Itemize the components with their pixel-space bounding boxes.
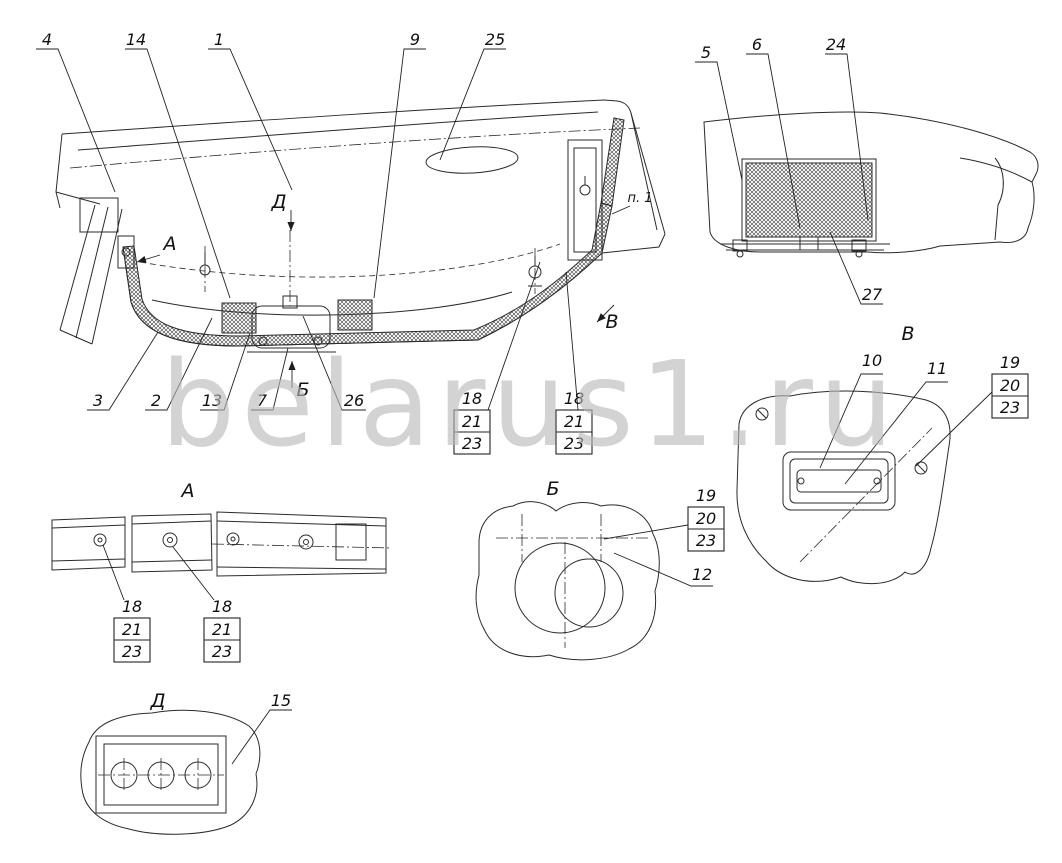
callout-18: 18 [462, 389, 482, 408]
view-main-roof [55, 99, 666, 353]
view-a-strip [51, 511, 393, 577]
callout-tables [113, 373, 1029, 663]
callout-20: 20 [1000, 376, 1020, 395]
callout-23: 23 [564, 434, 584, 453]
label-arrow-d: Д [271, 191, 287, 213]
callout-19: 19 [1000, 353, 1020, 372]
callout-14: 14 [126, 30, 146, 49]
callout-7: 7 [257, 391, 268, 410]
callout-6: 6 [752, 35, 762, 54]
label-view-a: А [180, 480, 195, 502]
view-v-panel [736, 390, 951, 585]
callout-27: 27 [862, 285, 883, 304]
label-view-d: Д [150, 690, 166, 712]
view-b-hole [475, 501, 660, 661]
callout-4: 4 [42, 30, 52, 49]
note-p1: п. 1 [627, 191, 652, 206]
view-labels: А Д Б В В А Б Д [150, 191, 915, 712]
callout-9: 9 [410, 30, 420, 49]
view-d-plate [80, 709, 261, 835]
callout-10: 10 [862, 351, 882, 370]
callout-21: 21 [462, 412, 482, 431]
callout-19: 19 [696, 486, 716, 505]
label-arrow-a: А [162, 233, 177, 255]
callout-13: 13 [202, 391, 222, 410]
callout-26: 26 [344, 391, 364, 410]
callout-18: 18 [564, 389, 584, 408]
leader-lines [36, 48, 993, 765]
view-rear-grille [703, 111, 1039, 258]
callout-21: 21 [564, 412, 584, 431]
label-arrow-b: Б [296, 379, 309, 401]
callout-25: 25 [485, 30, 505, 49]
callout-23: 23 [1000, 398, 1020, 417]
callout-24: 24 [826, 35, 846, 54]
callout-21: 21 [122, 620, 142, 639]
callout-23: 23 [212, 642, 232, 661]
callout-1: 1 [214, 30, 224, 49]
callout-2: 2 [151, 391, 161, 410]
label-arrow-v: В [605, 311, 618, 333]
callout-23: 23 [696, 531, 716, 550]
label-view-b: Б [546, 478, 559, 500]
label-view-v: В [901, 323, 914, 345]
callout-3: 3 [93, 391, 103, 410]
callout-23: 23 [462, 434, 482, 453]
callout-23: 23 [122, 642, 142, 661]
callout-layer: 4 14 1 9 25 5 6 24 27 3 2 13 7 26 18 21 … [42, 30, 1020, 710]
callout-5: 5 [701, 43, 711, 62]
callout-15: 15 [271, 691, 291, 710]
callout-12: 12 [692, 565, 712, 584]
callout-18: 18 [212, 597, 232, 616]
callout-21: 21 [212, 620, 232, 639]
callout-18: 18 [122, 597, 142, 616]
callout-11: 11 [927, 359, 947, 378]
section-arrows [136, 210, 615, 388]
callout-20: 20 [696, 509, 716, 528]
